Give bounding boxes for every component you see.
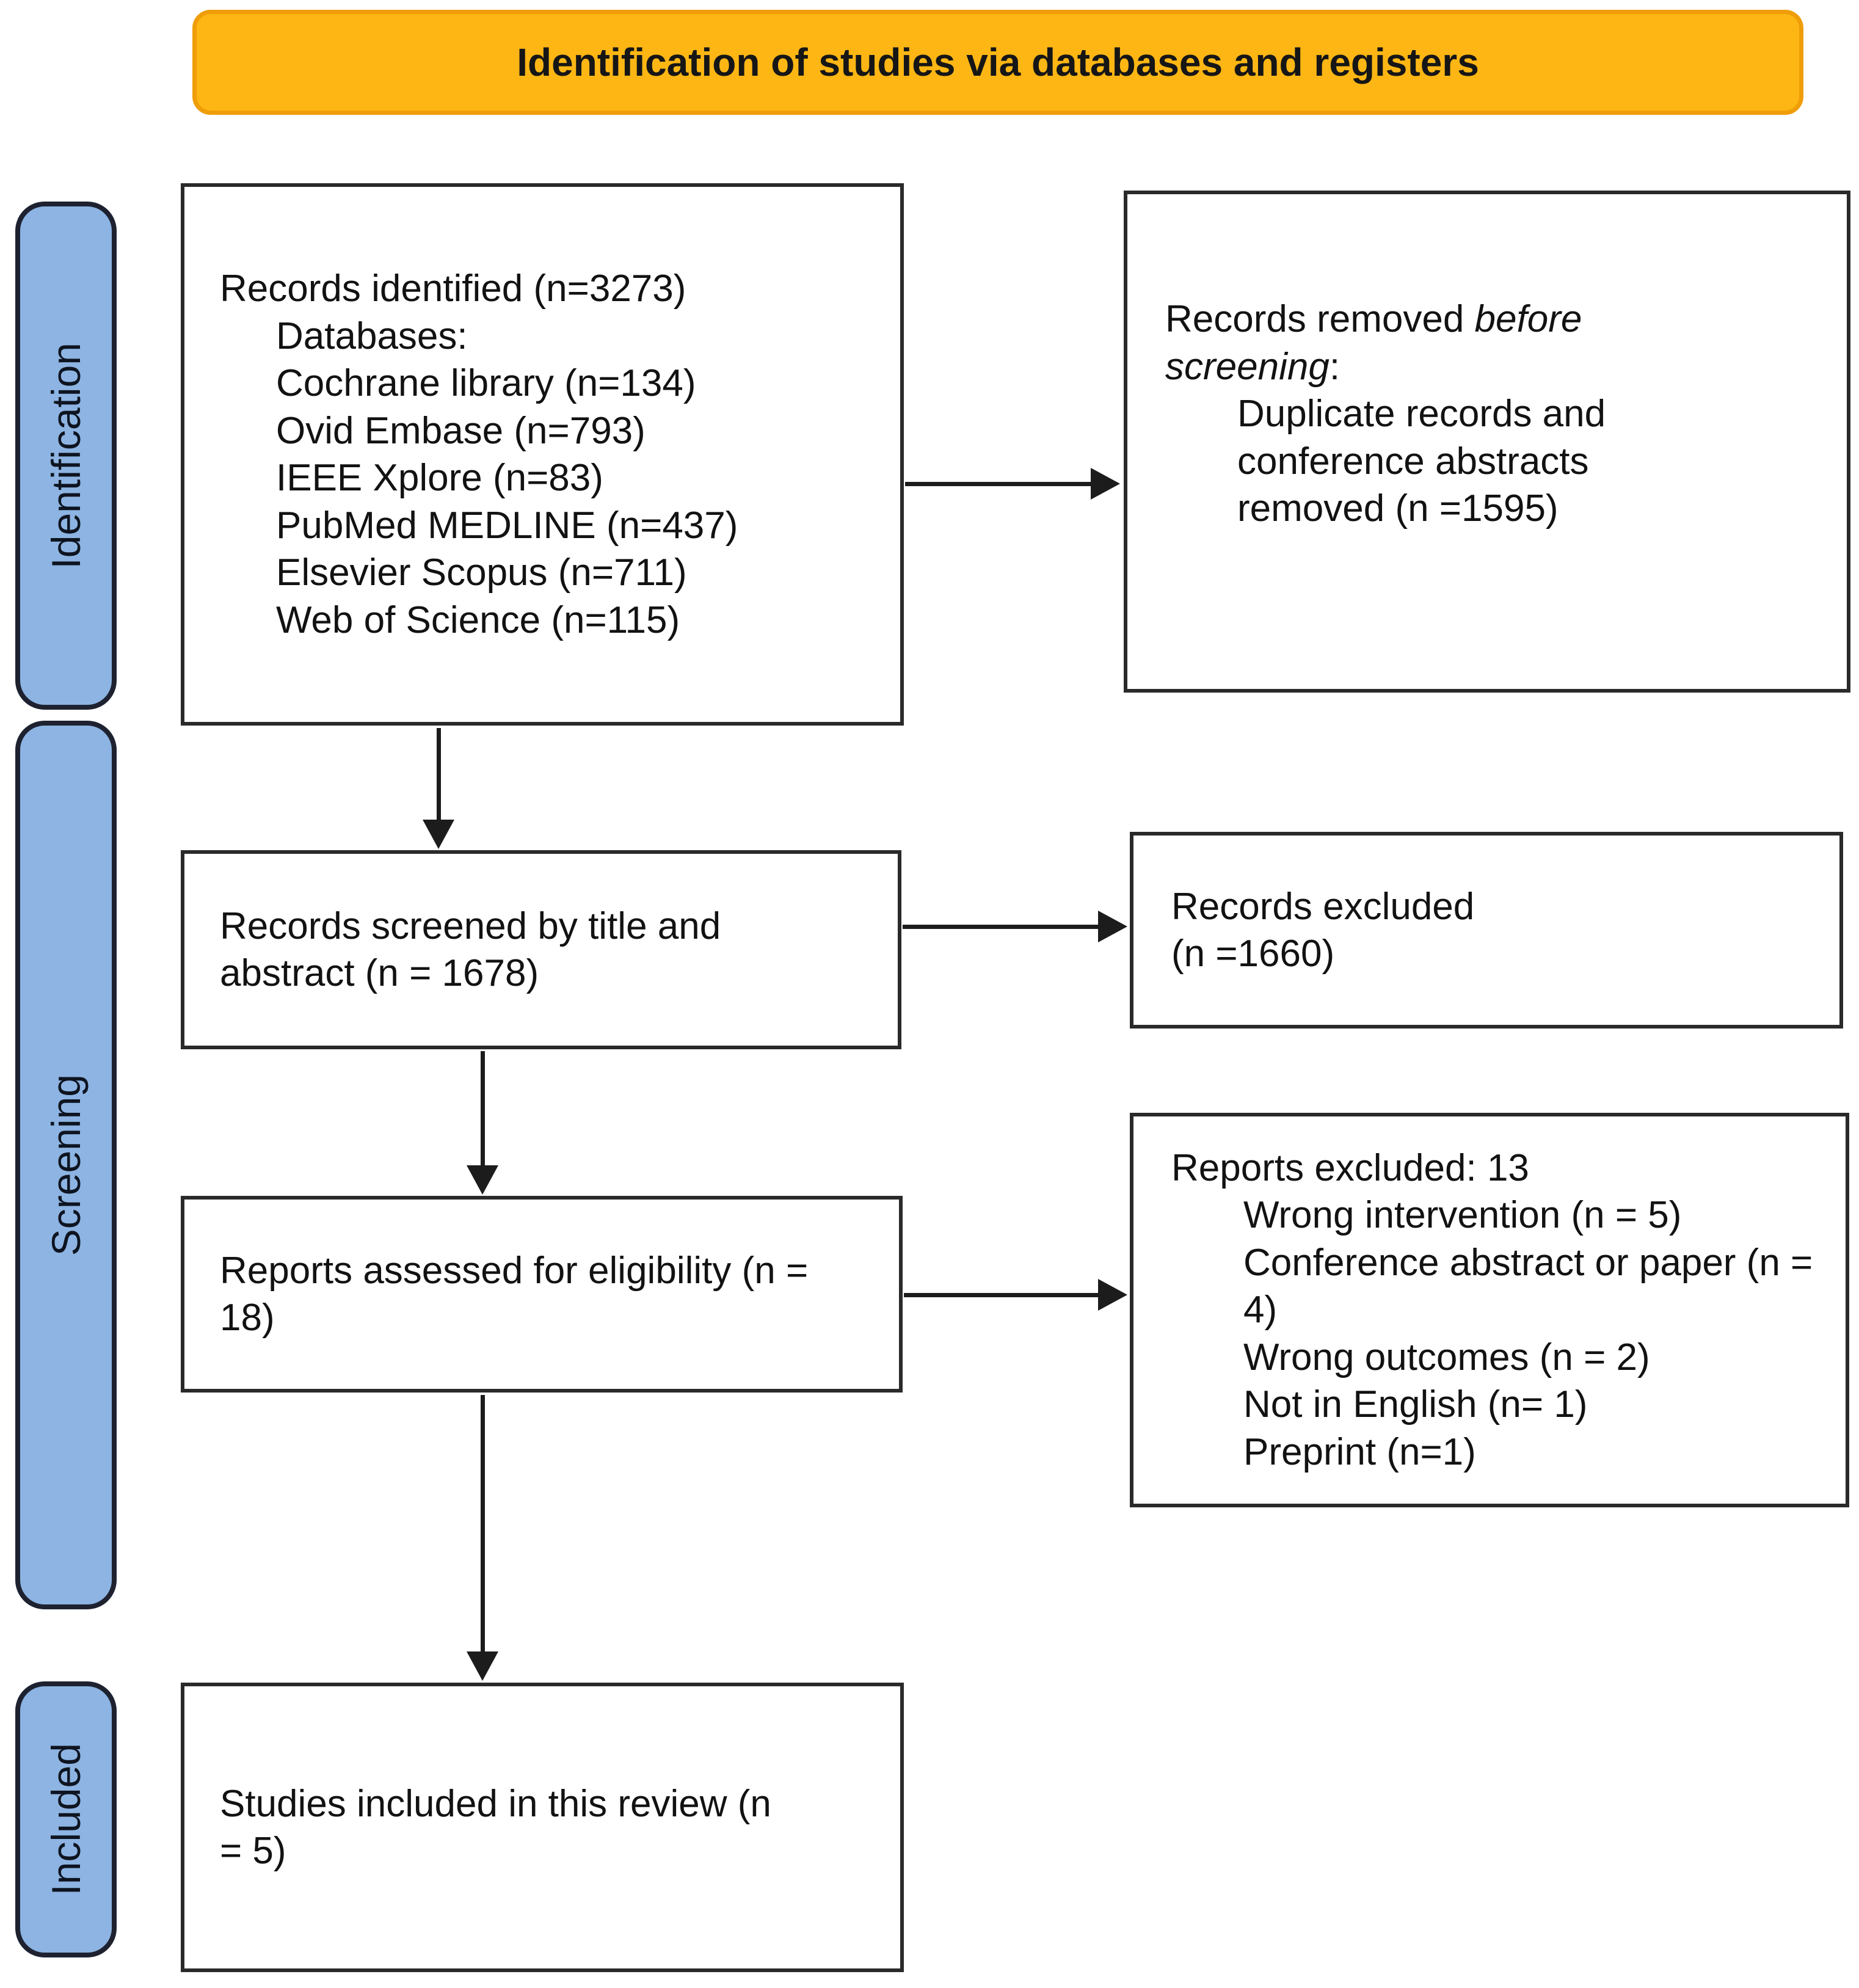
diagram-title: Identification of studies via databases … [517, 40, 1479, 84]
stage-screening: Screening [15, 721, 117, 1609]
arrow-identified-to-screened [423, 728, 454, 849]
arrow-screened-to-excluded [903, 911, 1127, 942]
box-text: Studies included in this review (n = 5) [220, 1782, 771, 1873]
arrow-identified-to-removed [905, 468, 1120, 500]
box-item: Cochrane library (n=134) [276, 362, 696, 404]
box-item: Databases: [276, 315, 468, 357]
box-item: Wrong outcomes (n = 2) [1243, 1336, 1650, 1378]
box-heading: Reports excluded: 13 [1171, 1146, 1529, 1189]
box-heading: Records identified (n=3273) [220, 268, 686, 310]
records-excluded-box: Records excluded (n =1660) [1130, 832, 1843, 1029]
box-item: Preprint (n=1) [1243, 1430, 1476, 1473]
diagram-header: Identification of studies via databases … [192, 10, 1803, 115]
records-screened-box: Records screened by title and abstract (… [181, 850, 901, 1049]
box-item: Elsevier Scopus (n=711) [276, 552, 687, 594]
arrow-assessed-to-reports-excluded [904, 1279, 1127, 1311]
box-heading: Records removed before screening: [1165, 296, 1733, 390]
records-identified-box: Records identified (n=3273) Databases: C… [181, 183, 904, 726]
box-item: IEEE Xplore (n=83) [276, 457, 603, 499]
box-item: Ovid Embase (n=793) [276, 409, 646, 452]
box-line: Records excluded [1171, 885, 1475, 928]
reports-excluded-box: Reports excluded: 13 Wrong intervention … [1130, 1113, 1849, 1507]
heading-suffix: : [1329, 345, 1341, 388]
stage-identification: Identification [15, 202, 117, 710]
arrow-screened-to-assessed [467, 1051, 498, 1195]
box-item: Wrong intervention (n = 5) [1243, 1194, 1682, 1237]
studies-included-box: Studies included in this review (n = 5) [181, 1683, 904, 1972]
box-item: Duplicate records and conference abstrac… [1237, 393, 1606, 530]
stage-included: Included [15, 1681, 117, 1957]
box-item: Conference abstract or paper (n = 4) [1243, 1241, 1813, 1331]
box-text: Records screened by title and abstract (… [220, 905, 721, 995]
box-line: (n =1660) [1171, 933, 1335, 975]
heading-prefix: Records removed [1165, 298, 1475, 341]
records-removed-box: Records removed before screening: Duplic… [1124, 191, 1850, 693]
box-item: PubMed MEDLINE (n=437) [276, 504, 738, 547]
box-text: Reports assessed for eligibility (n = 18… [220, 1249, 809, 1339]
arrow-assessed-to-included [467, 1395, 498, 1681]
stage-identification-label: Identification [43, 342, 89, 569]
stage-included-label: Included [43, 1743, 89, 1896]
stage-screening-label: Screening [43, 1074, 89, 1256]
box-item: Web of Science (n=115) [276, 599, 680, 641]
reports-assessed-box: Reports assessed for eligibility (n = 18… [181, 1196, 903, 1393]
box-item: Not in English (n= 1) [1243, 1383, 1588, 1426]
heading-emphasis: before screening [1165, 298, 1582, 388]
